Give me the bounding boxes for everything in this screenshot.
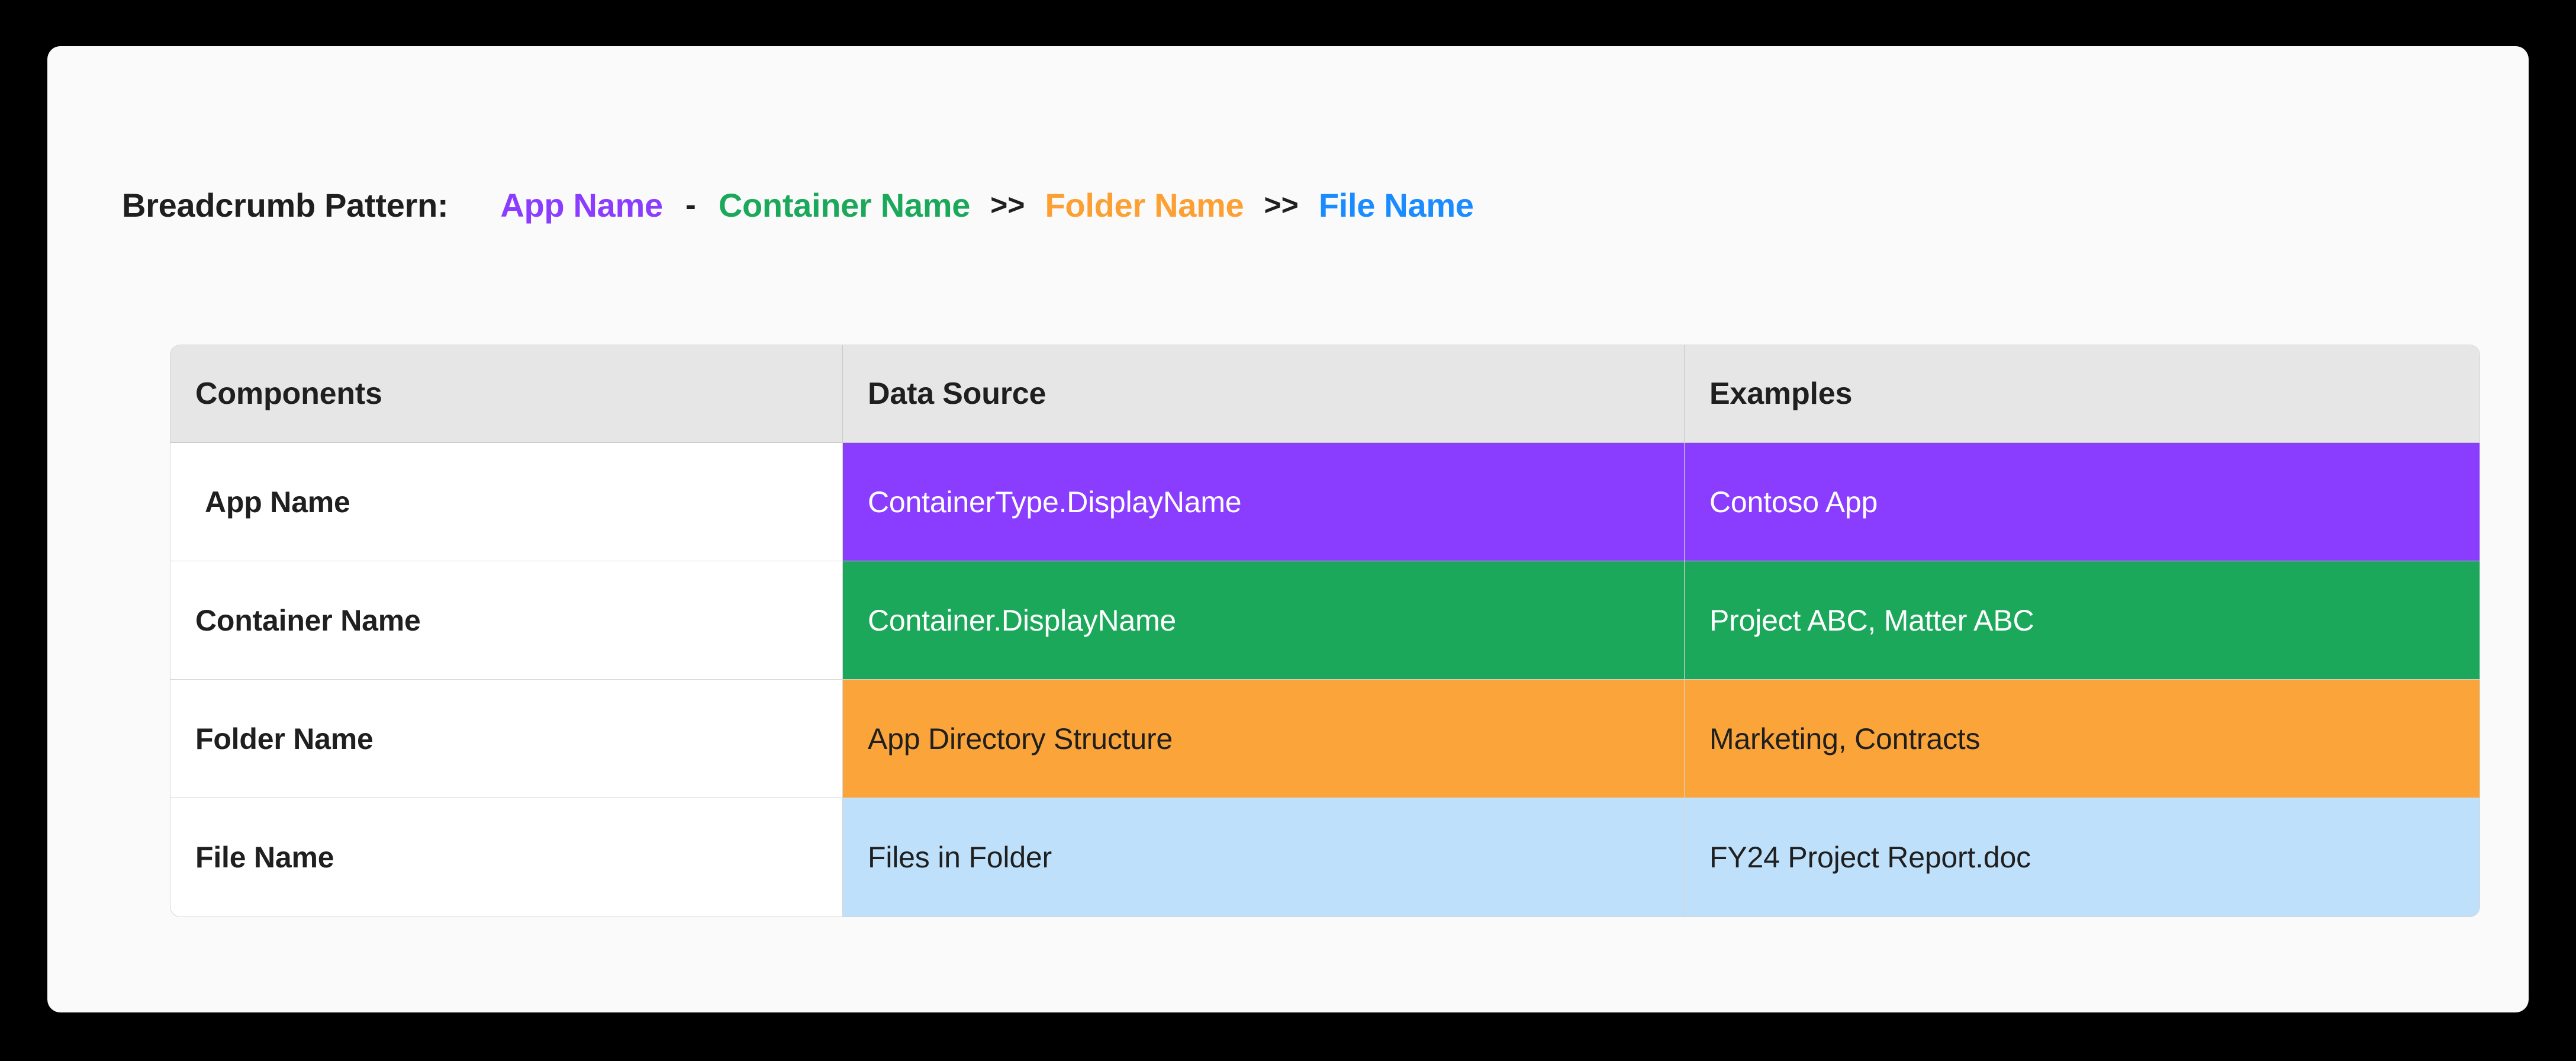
table-header-label: Components: [195, 377, 382, 411]
example-value: Project ABC, Matter ABC: [1709, 603, 2034, 637]
data-source-value: Files in Folder: [868, 841, 1052, 874]
content-card: Breadcrumb Pattern: App Name - Container…: [47, 46, 2529, 1012]
table-row: App Name ContainerType.DisplayName Conto…: [170, 443, 2480, 561]
breadcrumb-token-folder-name[interactable]: Folder Name: [1045, 186, 1244, 224]
component-label: Container Name: [195, 603, 421, 637]
table-cell-data-source: ContainerType.DisplayName: [843, 443, 1685, 561]
table-cell-component: Container Name: [170, 561, 843, 680]
example-value: Contoso App: [1709, 485, 1878, 519]
breadcrumb-token-app-name[interactable]: App Name: [500, 186, 663, 224]
example-value: FY24 Project Report.doc: [1709, 841, 2031, 874]
table-row: Folder Name App Directory Structure Mark…: [170, 680, 2480, 798]
table-cell-example: FY24 Project Report.doc: [1685, 798, 2480, 917]
breadcrumb-pattern-title: Breadcrumb Pattern:: [122, 186, 449, 224]
breadcrumb-token-file-name[interactable]: File Name: [1318, 186, 1474, 224]
table-header-cell-components: Components: [170, 345, 843, 443]
table-cell-example: Marketing, Contracts: [1685, 680, 2480, 798]
table-row: File Name Files in Folder FY24 Project R…: [170, 798, 2480, 917]
table-cell-example: Project ABC, Matter ABC: [1685, 561, 2480, 680]
breadcrumb-pattern-row: Breadcrumb Pattern: App Name - Container…: [122, 181, 1474, 229]
table-header-cell-examples: Examples: [1685, 345, 2480, 443]
table-cell-data-source: Container.DisplayName: [843, 561, 1685, 680]
table-header-row: Components Data Source Examples: [170, 345, 2480, 443]
component-label: Folder Name: [195, 722, 373, 755]
breadcrumb: App Name - Container Name >> Folder Name…: [500, 186, 1474, 224]
breadcrumb-separator-chevron-1: >>: [990, 188, 1025, 221]
example-value: Marketing, Contracts: [1709, 722, 1981, 755]
component-label: App Name: [205, 485, 350, 519]
component-label: File Name: [195, 841, 334, 874]
table-header-cell-data-source: Data Source: [843, 345, 1685, 443]
table-header-label: Examples: [1709, 377, 1853, 411]
table-header-label: Data Source: [868, 377, 1046, 411]
breadcrumb-separator-chevron-2: >>: [1264, 188, 1299, 221]
table-cell-component: Folder Name: [170, 680, 843, 798]
breadcrumb-token-container-name[interactable]: Container Name: [718, 186, 971, 224]
data-source-value: ContainerType.DisplayName: [868, 485, 1242, 519]
table-cell-example: Contoso App: [1685, 443, 2480, 561]
table-cell-data-source: Files in Folder: [843, 798, 1685, 917]
data-source-value: Container.DisplayName: [868, 603, 1177, 637]
table-cell-component: App Name: [170, 443, 843, 561]
data-source-value: App Directory Structure: [868, 722, 1173, 755]
breadcrumb-separator-dash: -: [685, 187, 696, 223]
table-cell-data-source: App Directory Structure: [843, 680, 1685, 798]
table-cell-component: File Name: [170, 798, 843, 917]
table-row: Container Name Container.DisplayName Pro…: [170, 561, 2480, 680]
components-table: Components Data Source Examples App Name…: [170, 345, 2480, 917]
